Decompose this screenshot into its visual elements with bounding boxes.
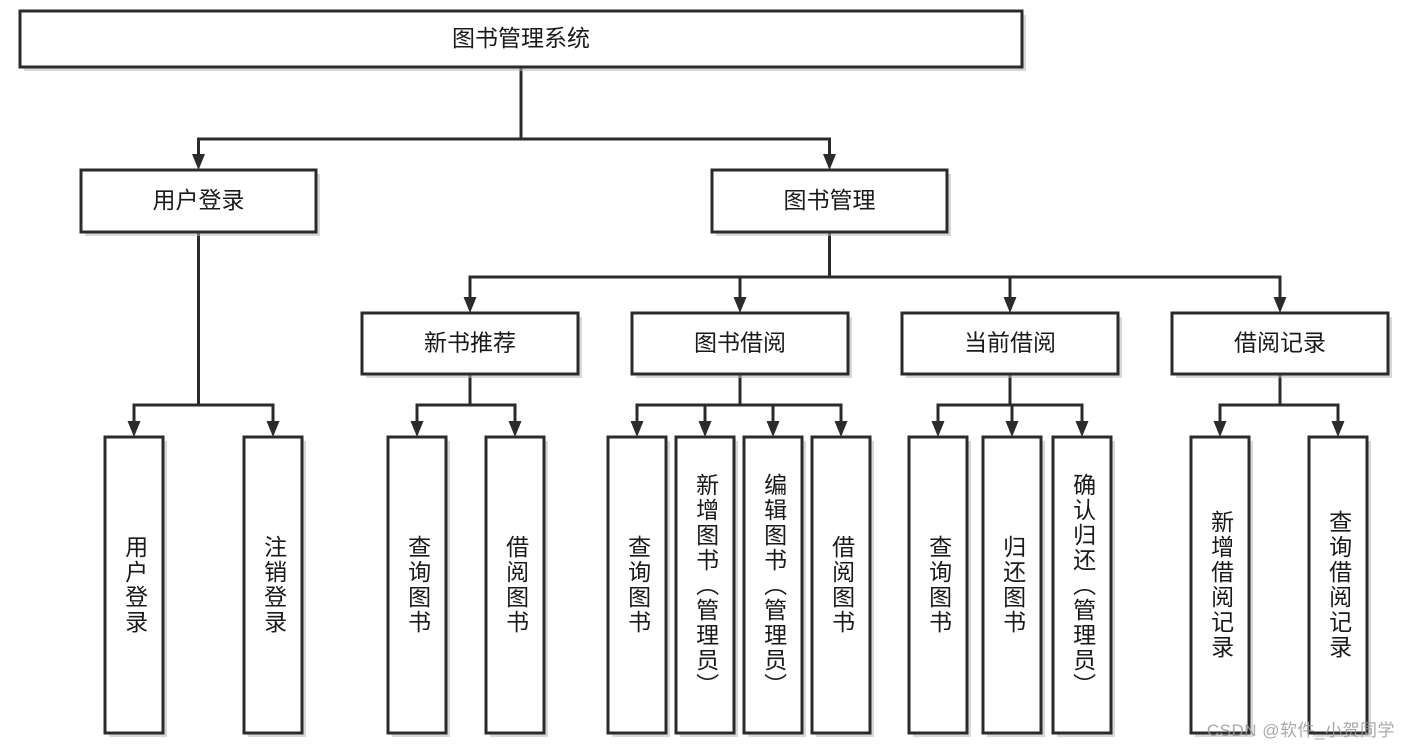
conn-current-borrow-arrow-0	[931, 421, 945, 437]
node-borrow-record[interactable]	[1170, 311, 1390, 376]
node-book-borrow-label: 图书借阅	[694, 330, 786, 356]
conn-book-manage-arrow-0	[463, 297, 477, 313]
conn-book-manage-arrow-2	[1003, 297, 1017, 313]
node-book-manage[interactable]	[710, 168, 949, 234]
node-root-label: 图书管理系统	[452, 25, 590, 51]
conn-book-borrow-arrow-2	[766, 421, 780, 437]
box-layer	[18, 9, 1392, 737]
node-edit-book[interactable]	[742, 435, 804, 735]
node-confirm-return[interactable]	[1051, 435, 1113, 735]
conn-user-login-arrow-0	[127, 421, 141, 437]
conn-new-book-recommend-arrow-0	[410, 421, 424, 437]
node-borrow-record-label: 借阅记录	[1234, 330, 1326, 356]
conn-user-login-arrow-1	[266, 421, 280, 437]
node-user-login-label: 用户登录	[153, 187, 245, 213]
node-current-borrow-label: 当前借阅	[964, 330, 1056, 356]
node-return-book[interactable]	[981, 435, 1043, 735]
conn-book-borrow-arrow-0	[630, 421, 644, 437]
node-query-book-1[interactable]	[386, 435, 448, 735]
conn-borrow-record-arrow-1	[1331, 421, 1345, 437]
node-query-book-2[interactable]	[606, 435, 668, 735]
connector-layer	[127, 65, 1345, 437]
conn-current-borrow-arrow-1	[1005, 421, 1019, 437]
node-user-logout[interactable]	[242, 435, 304, 735]
node-user-login[interactable]	[79, 168, 318, 234]
conn-book-manage-arrow-3	[1273, 297, 1287, 313]
conn-root-arrow-1	[823, 154, 836, 170]
conn-book-borrow-arrow-1	[698, 421, 712, 437]
node-borrow-book-1[interactable]	[484, 435, 546, 735]
watermark: CSDN @软件_小贺同学	[1206, 721, 1395, 740]
node-query-book-3[interactable]	[907, 435, 969, 735]
node-add-book[interactable]	[674, 435, 736, 735]
conn-root-arrow-0	[192, 154, 205, 170]
conn-borrow-record-arrow-0	[1213, 421, 1227, 437]
node-add-borrow-record[interactable]	[1189, 435, 1251, 735]
node-current-borrow[interactable]	[900, 311, 1120, 376]
node-query-borrow-record[interactable]	[1307, 435, 1369, 735]
node-book-borrow[interactable]	[630, 311, 850, 376]
conn-new-book-recommend-arrow-1	[508, 421, 522, 437]
node-new-book-recommend[interactable]	[360, 311, 580, 376]
conn-book-borrow-arrow-3	[834, 421, 848, 437]
node-new-book-recommend-label: 新书推荐	[424, 330, 516, 356]
node-book-manage-label: 图书管理	[784, 187, 876, 213]
node-root[interactable]	[18, 9, 1024, 69]
node-user-login-do[interactable]	[103, 435, 165, 735]
node-borrow-book-2[interactable]	[810, 435, 872, 735]
conn-current-borrow-arrow-2	[1075, 421, 1089, 437]
conn-book-manage-arrow-1	[733, 297, 747, 313]
